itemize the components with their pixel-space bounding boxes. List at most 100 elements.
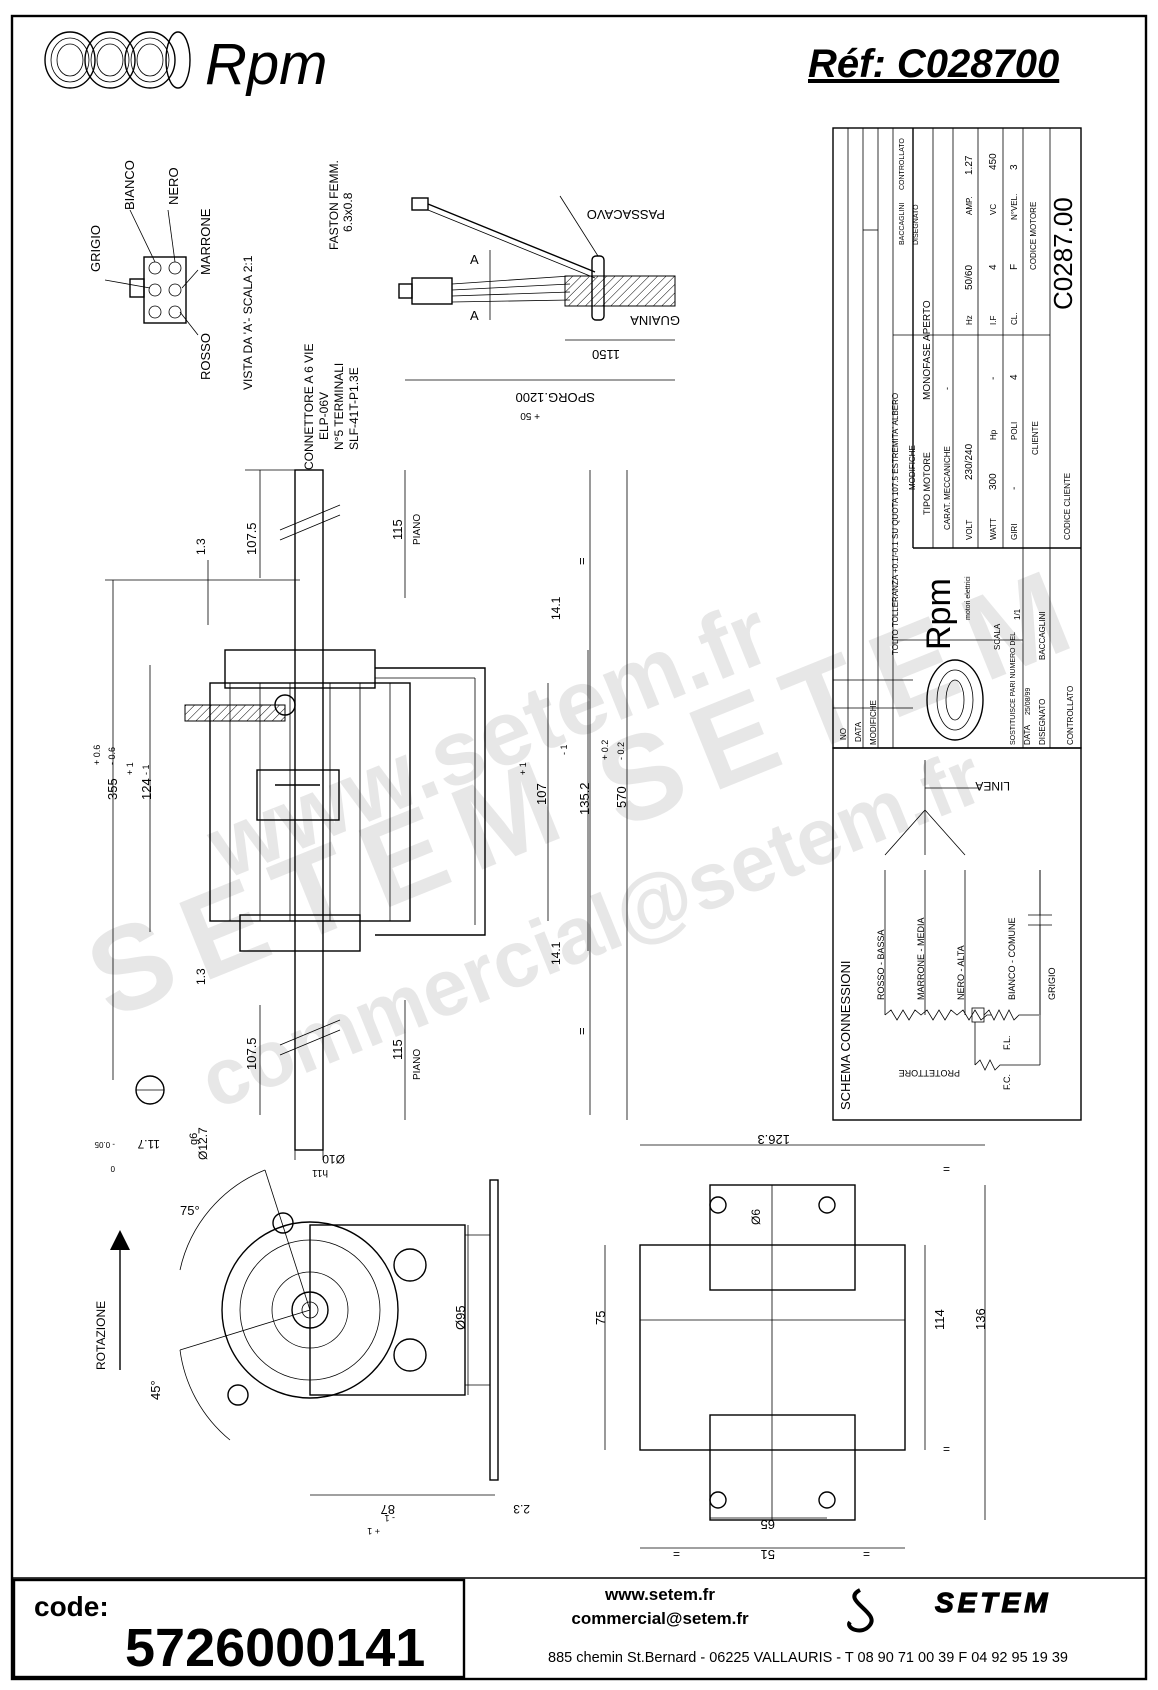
svg-text:VC: VC [989, 204, 998, 215]
svg-text:DISEGNATO: DISEGNATO [1038, 699, 1047, 745]
svg-text:PIANO: PIANO [412, 514, 423, 545]
svg-text:300: 300 [988, 473, 999, 490]
svg-text:BIANCO - COMUNE: BIANCO - COMUNE [1007, 917, 1017, 1000]
svg-text:1/1: 1/1 [1013, 608, 1022, 620]
sheet-border [10, 14, 1148, 1681]
passacavo-label: PASSACAVO [587, 207, 665, 222]
svg-text:TIPO MOTORE: TIPO MOTORE [922, 452, 932, 515]
front-dimensions: 107.5 115 PIANO 1.3 = 14.1 355 + 0.6 - 0… [92, 469, 629, 1178]
svg-text:I.F: I.F [989, 316, 998, 325]
motor-side-view: 75° 45° ROTAZIONE Ø95 87 - 1 + 1 2.3 [94, 1169, 530, 1536]
svg-text:GRIGIO: GRIGIO [1047, 967, 1057, 1000]
svg-text:1.3: 1.3 [194, 538, 208, 555]
svg-text:GIRI: GIRI [1010, 524, 1019, 540]
guaina-label: GUAINA [630, 313, 680, 328]
svg-text:CONNETTORE A 6 VIE: CONNETTORE A 6 VIE [302, 344, 316, 470]
svg-text:-: - [988, 377, 999, 380]
svg-text:75°: 75° [180, 1203, 200, 1218]
svg-text:+ 0.2: + 0.2 [600, 740, 610, 760]
svg-text:=: = [574, 557, 589, 565]
svg-text:+ 1: + 1 [367, 1526, 380, 1536]
product-code: 5726000141 [125, 1618, 425, 1678]
sporg-length: SPORG.1200 [516, 390, 596, 405]
svg-text:75: 75 [593, 1311, 608, 1325]
svg-text:motori elettrici: motori elettrici [965, 576, 972, 620]
svg-text:NO: NO [839, 728, 848, 740]
svg-text:=: = [943, 1442, 950, 1456]
svg-text:=: = [574, 1027, 589, 1035]
motor-front-view [135, 469, 486, 1160]
svg-text:Hp: Hp [989, 429, 998, 440]
guaina-length: 1150 [592, 347, 620, 362]
svg-text:355: 355 [105, 778, 120, 800]
wire-bianco: BIANCO [122, 160, 137, 210]
svg-text:115: 115 [390, 1039, 405, 1060]
svg-text:50/60: 50/60 [964, 265, 975, 290]
svg-text:CODICE MOTORE: CODICE MOTORE [1029, 202, 1038, 270]
svg-text:LINEA: LINEA [975, 779, 1010, 793]
svg-text:ELP-06V: ELP-06V [317, 392, 331, 440]
svg-text:SOSTITUISCE PARI NUMERO DEL: SOSTITUISCE PARI NUMERO DEL [1010, 632, 1017, 745]
svg-text:45°: 45° [148, 1380, 163, 1400]
wiring-schema: SCHEMA CONNESSIONI LINEA ROSSO - BASSA M… [832, 747, 1082, 1121]
svg-text:F.C.: F.C. [1002, 1074, 1012, 1090]
code-label: code: [34, 1591, 109, 1622]
code-box [12, 1578, 466, 1679]
cable-detail: PASSACAVO GUAINA 1150 SPORG.1200 + 50 A … [398, 195, 680, 421]
svg-text:PIANO: PIANO [412, 1049, 423, 1080]
svg-text:3: 3 [1009, 164, 1020, 170]
wire-grigio: GRIGIO [88, 225, 103, 272]
svg-text:115: 115 [390, 519, 405, 540]
svg-text:=: = [943, 1162, 950, 1176]
reference-code: Réf: C028700 [808, 42, 1059, 86]
svg-text:230/240: 230/240 [964, 443, 975, 480]
svg-text:Ø6: Ø6 [749, 1209, 763, 1225]
svg-text:BACCAGLINI: BACCAGLINI [1038, 612, 1047, 660]
svg-text:6.3x0.8: 6.3x0.8 [341, 192, 355, 232]
svg-text:Hz: Hz [965, 315, 974, 325]
svg-text:- 1: - 1 [141, 764, 151, 775]
svg-text:+ 1: + 1 [518, 762, 528, 775]
svg-text:+ 1: + 1 [125, 762, 135, 775]
rotation-label: ROTAZIONE [94, 1301, 108, 1370]
svg-text:25/08/99: 25/08/99 [1025, 688, 1032, 715]
schema-title: SCHEMA CONNESSIONI [838, 960, 853, 1110]
svg-text:114: 114 [932, 1309, 947, 1330]
address: 885 chemin St.Bernard - 06225 VALLAURIS … [548, 1650, 1068, 1666]
svg-text:SETEM: SETEM [935, 1587, 1051, 1618]
svg-text:- 1: - 1 [559, 744, 569, 755]
svg-text:N°VEL.: N°VEL. [1010, 194, 1019, 220]
svg-text:570: 570 [614, 786, 629, 808]
svg-text:CONTROLLATO: CONTROLLATO [1066, 686, 1075, 745]
svg-text:CL.: CL. [1010, 313, 1019, 325]
svg-text:TOLTO TOLLERANZA +0.1/-0.1 SU: TOLTO TOLLERANZA +0.1/-0.1 SU QUOTA 107.… [891, 393, 900, 655]
svg-text:1.3: 1.3 [194, 968, 208, 985]
title-block-rpm: Rpm [920, 578, 958, 650]
svg-text:51: 51 [761, 1547, 775, 1562]
svg-text:0: 0 [110, 1164, 115, 1173]
svg-text:=: = [673, 1547, 680, 1561]
section-mark-a-bottom: A [470, 308, 479, 323]
svg-text:MODIFICHE: MODIFICHE [869, 700, 878, 745]
svg-text:FASTON FEMM.: FASTON FEMM. [327, 160, 341, 250]
connector-detail: GRIGIO BIANCO NERO MARRONE ROSSO VISTA D… [88, 160, 255, 390]
svg-text:-: - [1009, 487, 1020, 490]
svg-text:AMP.: AMP. [965, 196, 974, 215]
svg-text:F: F [1009, 264, 1020, 270]
svg-text:NERO - ALTA: NERO - ALTA [956, 945, 966, 1000]
connector-spec: CONNETTORE A 6 VIE ELP-06V N°5 TERMINALI… [302, 160, 361, 470]
svg-text:VOLT: VOLT [965, 520, 974, 540]
svg-text:PROTETTORE: PROTETTORE [899, 1068, 960, 1078]
svg-text:BACCAGLINI: BACCAGLINI [899, 203, 906, 245]
svg-text:135.2: 135.2 [577, 782, 592, 815]
section-mark-a-top: A [470, 252, 479, 267]
svg-text:- 0.2: - 0.2 [616, 742, 626, 760]
svg-text:=: = [863, 1547, 870, 1561]
svg-text:107.5: 107.5 [244, 522, 259, 555]
svg-text:14.1: 14.1 [549, 941, 563, 965]
svg-text:DATA: DATA [1023, 724, 1032, 745]
svg-text:F.L.: F.L. [1002, 1035, 1012, 1050]
svg-text:g6: g6 [188, 1133, 200, 1145]
svg-text:CARAT. MECCANICHE: CARAT. MECCANICHE [943, 446, 952, 530]
